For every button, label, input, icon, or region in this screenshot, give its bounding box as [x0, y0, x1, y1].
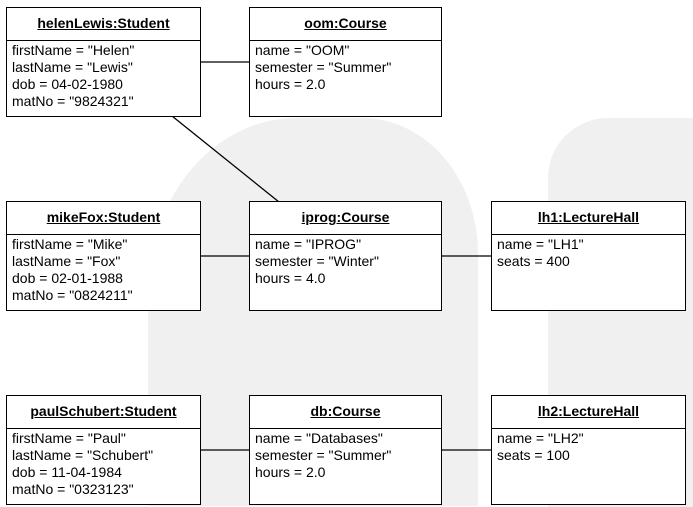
attribute: seats = 400 — [497, 253, 570, 269]
object-title: helenLewis:Student — [7, 8, 200, 41]
attribute: semester = "Summer" — [255, 447, 392, 463]
object-title: iprog:Course — [250, 202, 441, 235]
object-title: db:Course — [250, 396, 441, 429]
attribute: seats = 100 — [497, 447, 570, 463]
object-box[interactable]: paulSchubert:Student firstName = "Paul" … — [6, 395, 201, 505]
attribute: dob = 04-02-1980 — [12, 76, 123, 92]
attribute: lastName = "Fox" — [12, 253, 121, 269]
attribute-list: name = "IPROG" semester = "Winter" hours… — [250, 235, 441, 287]
object-box[interactable]: mikeFox:Student firstName = "Mike" lastN… — [6, 201, 201, 311]
object-title: oom:Course — [250, 8, 441, 41]
attribute: name = "Databases" — [255, 430, 383, 446]
attribute: semester = "Summer" — [255, 59, 392, 75]
attribute-list: name = "LH2" seats = 100 — [492, 429, 685, 464]
attribute-list: name = "Databases" semester = "Summer" h… — [250, 429, 441, 481]
object-title: lh2:LectureHall — [492, 396, 685, 429]
object-title: paulSchubert:Student — [7, 396, 200, 429]
object-title: lh1:LectureHall — [492, 202, 685, 235]
attribute: hours = 4.0 — [255, 270, 326, 286]
object-box[interactable]: lh2:LectureHall name = "LH2" seats = 100 — [491, 395, 686, 505]
attribute-list: firstName = "Helen" lastName = "Lewis" d… — [7, 41, 200, 110]
attribute: hours = 2.0 — [255, 464, 326, 480]
object-box[interactable]: oom:Course name = "OOM" semester = "Summ… — [249, 7, 442, 117]
object-box[interactable]: db:Course name = "Databases" semester = … — [249, 395, 442, 505]
link-helen-iprog — [171, 115, 280, 203]
attribute: matNo = "9824321" — [12, 93, 134, 109]
object-box[interactable]: lh1:LectureHall name = "LH1" seats = 400 — [491, 201, 686, 311]
attribute: lastName = "Schubert" — [12, 447, 154, 463]
attribute: lastName = "Lewis" — [12, 59, 133, 75]
attribute: firstName = "Paul" — [12, 430, 126, 446]
attribute: hours = 2.0 — [255, 76, 326, 92]
attribute: firstName = "Helen" — [12, 42, 135, 58]
attribute-list: firstName = "Paul" lastName = "Schubert"… — [7, 429, 200, 498]
attribute: dob = 02-01-1988 — [12, 270, 123, 286]
object-title: mikeFox:Student — [7, 202, 200, 235]
object-box[interactable]: helenLewis:Student firstName = "Helen" l… — [6, 7, 201, 117]
attribute: semester = "Winter" — [255, 253, 379, 269]
attribute-list: firstName = "Mike" lastName = "Fox" dob … — [7, 235, 200, 304]
attribute-list: name = "OOM" semester = "Summer" hours =… — [250, 41, 441, 93]
object-box[interactable]: iprog:Course name = "IPROG" semester = "… — [249, 201, 442, 311]
attribute: name = "LH1" — [497, 236, 584, 252]
attribute: matNo = "0323123" — [12, 481, 134, 497]
attribute: name = "LH2" — [497, 430, 584, 446]
attribute: dob = 11-04-1984 — [12, 464, 122, 480]
attribute: name = "IPROG" — [255, 236, 362, 252]
attribute: matNo = "0824211" — [12, 287, 133, 303]
attribute: firstName = "Mike" — [12, 236, 128, 252]
attribute: name = "OOM" — [255, 42, 350, 58]
attribute-list: name = "LH1" seats = 400 — [492, 235, 685, 270]
